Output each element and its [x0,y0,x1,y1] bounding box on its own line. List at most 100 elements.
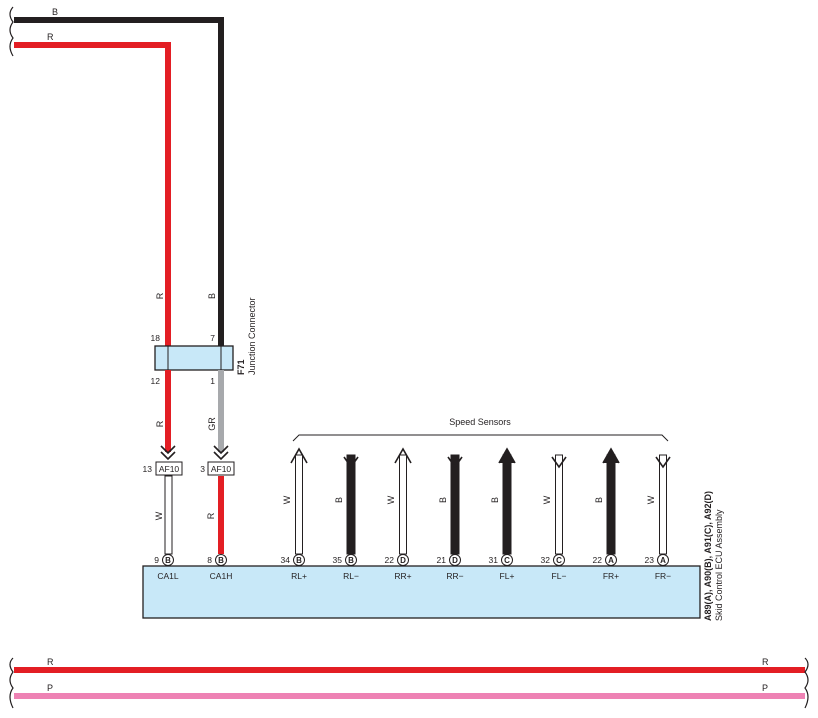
ecu-pin-number: 22 [385,555,395,565]
sensor-wire [450,454,460,555]
sensor-wire-label: B [490,497,500,503]
red-bottom-left-label: R [47,657,54,667]
ecu-pins: B9CA1LB8CA1HB34RL+B35RL−D22RR+D21RR−C31F… [154,554,671,581]
ecu-pin-connector-letter: B [296,556,302,565]
bottom-wires: R R P P [9,657,809,709]
arrow-down-icon [551,456,567,469]
ecu-pin-name: CA1H [210,571,233,581]
black-wire-top [14,17,224,346]
arrow-up-icon [394,447,412,464]
black-wire-label: B [52,7,58,17]
ecu-box [142,565,701,619]
sensor-wire-label: B [594,497,604,503]
af10-connector: 13 AF10 3 AF10 [143,461,235,476]
sensor-wire-label: B [438,497,448,503]
ecu-pin-connector-letter: A [608,556,614,565]
ecu-pin-connector-letter: A [660,556,666,565]
ecu-name: Skid Control ECU Assembly [714,509,724,621]
junction-pin-12: 12 [151,376,161,386]
ecu-pin-name: RR− [446,571,463,581]
top-wires: B R [9,6,224,346]
arrow-up-icon [498,447,516,464]
sensor-wire [346,454,356,555]
ecu-pin-connector-letter: D [452,556,458,565]
white-wire-ca1l [164,475,173,555]
arrow-down-icon [343,456,359,469]
af10-left-box [155,461,183,476]
ca1l-wire-label: W [154,511,164,520]
red-wire-top [14,42,171,346]
af10-right-box [207,461,235,476]
ecu-pin-connector-icon [215,554,227,566]
ecu-pin-number: 31 [489,555,499,565]
ecu-pin-connector-icon [162,554,174,566]
sensor-wire [502,454,512,555]
sensor-wire [606,454,616,555]
red-bottom-right-label: R [762,657,769,667]
red-wire-label: R [47,32,54,42]
junction-red-out-label: R [155,420,165,427]
ecu-pin-number: 21 [437,555,447,565]
junction-pin-18: 18 [151,333,161,343]
pink-bottom-right-label: P [762,683,768,693]
ecu-pin-name: CA1L [157,571,179,581]
ecu-pin-name: RR+ [394,571,411,581]
ecu-pin-name: FL− [552,571,567,581]
junction-pin-7: 7 [210,333,215,343]
connector-chevron-icon [213,445,229,461]
junction-gray-out-label: GR [207,417,217,431]
ecu-pin-name: RL+ [291,571,307,581]
junction-id: F71 [236,359,246,375]
ecu-ids: A89(A), A90(B), A91(C), A92(D) [703,491,713,621]
sensor-wire [295,454,303,555]
ecu-pin-number: 22 [593,555,603,565]
junction-connector: 18 7 12 1 F71 Junction Connector [151,297,257,386]
af10-pin-3: 3 [200,464,205,474]
sensor-wire-label: W [542,495,552,504]
ecu-pin-connector-letter: B [218,556,224,565]
ecu-pin-number: 32 [541,555,551,565]
connector-chevron-icon [160,445,176,461]
wire-break-left-bottom [9,657,14,709]
ecu-pin-name: RL− [343,571,359,581]
ecu-pin-number: 34 [281,555,291,565]
ecu-pin-number: 9 [154,555,159,565]
wire-break-left-top [9,6,14,57]
ecu-pin-number: 23 [645,555,655,565]
af10-right-name: AF10 [211,464,232,474]
ecu-pin-number: 8 [207,555,212,565]
ecu-pin-connector-letter: B [165,556,171,565]
sensor-wire-label: B [334,497,344,503]
pink-bottom-left-label: P [47,683,53,693]
ecu-pin-name: FR− [655,571,671,581]
ecu-pin-connector-letter: B [348,556,354,565]
sensor-wire-label: W [282,495,292,504]
speed-sensors-label: Speed Sensors [449,417,511,427]
sensor-wire-label: W [386,495,396,504]
junction-red-in-label: R [155,292,165,299]
wire-break-right-bottom [804,657,809,709]
junction-pin-1: 1 [210,376,215,386]
junction-name: Junction Connector [247,297,257,375]
ecu-pin-number: 35 [333,555,343,565]
sensor-wire-label: W [646,495,656,504]
sensor-wire [555,454,563,555]
arrow-down-icon [655,456,671,469]
speed-sensors-bracket [292,434,669,442]
af10-left-name: AF10 [159,464,180,474]
sensor-wire [399,454,407,555]
arrow-down-icon [447,456,463,469]
ecu-pin-connector-letter: C [556,556,562,565]
ecu-pin-connector-letter: D [400,556,406,565]
ecu-pin-connector-letter: C [504,556,510,565]
sensor-wire [659,454,667,555]
arrow-up-icon [290,447,308,464]
ecu-pin-name: FL+ [500,571,515,581]
af10-pin-13: 13 [143,464,153,474]
junction-black-in-label: B [207,293,217,299]
ecu-pin-name: FR+ [603,571,619,581]
arrow-up-icon [602,447,620,464]
ca1h-wire-label: R [206,512,216,519]
